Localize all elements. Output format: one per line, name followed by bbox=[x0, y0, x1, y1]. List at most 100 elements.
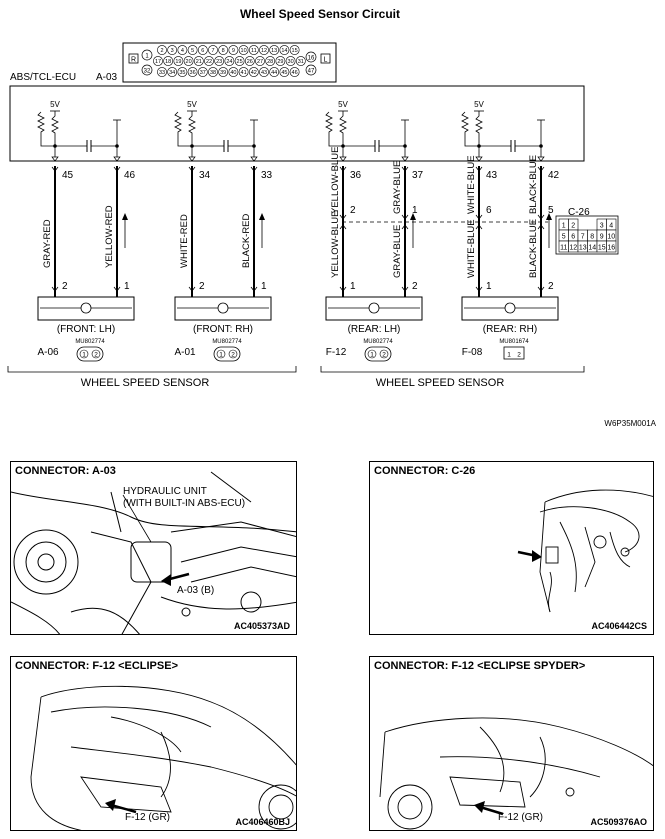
ecu-pin-number: 23 bbox=[216, 59, 222, 65]
ecu-marker-left: R bbox=[131, 57, 136, 64]
c26-terminal bbox=[475, 224, 483, 230]
engine-bay-illustration bbox=[11, 471, 296, 634]
ecu-resistor bbox=[461, 111, 479, 147]
diagram-title: Wheel Speed Sensor Circuit bbox=[240, 7, 400, 21]
ecu-resistor bbox=[174, 111, 192, 147]
c26-cell-number: 10 bbox=[607, 234, 615, 241]
current-arrow-head bbox=[410, 213, 416, 220]
ecu-pin-number: 8 bbox=[222, 48, 225, 54]
ecu-pin bbox=[228, 67, 239, 77]
ecu-pullup-resistor bbox=[339, 111, 347, 157]
ecu-pin bbox=[289, 67, 300, 77]
ecu-pin bbox=[214, 56, 225, 66]
panel-a03-title: CONNECTOR: A-03 bbox=[15, 465, 116, 477]
ecu-pin-number: 3 bbox=[171, 48, 174, 54]
ecu-resistor bbox=[325, 111, 343, 147]
ecu-pin bbox=[285, 56, 296, 66]
ecu-pin bbox=[187, 67, 198, 77]
sensor-connector-pin bbox=[367, 349, 377, 359]
c26-terminal bbox=[537, 214, 545, 220]
ecu-pin bbox=[248, 45, 259, 55]
sensor-terminal bbox=[475, 286, 483, 292]
sensor-coil bbox=[80, 302, 92, 314]
connector-panel-c26: CONNECTOR: C-26 AC406442CS bbox=[369, 461, 654, 635]
ecu-pin-number: 17 bbox=[155, 59, 161, 65]
sensor-pin-label: 2 bbox=[548, 281, 554, 292]
ecu-pin-number: 13 bbox=[271, 48, 277, 54]
ecu-pin bbox=[193, 56, 204, 66]
ecu-pin-number: 6 bbox=[201, 48, 204, 54]
ecu-pin-left-top: 1 bbox=[145, 54, 149, 60]
voltage-label: 5V bbox=[50, 100, 60, 109]
c26-cell-number: 4 bbox=[609, 223, 613, 230]
rear-sensor-bracket bbox=[320, 366, 585, 373]
junction-dot bbox=[115, 144, 119, 148]
panel-a03-arrow-label: A-03 (B) bbox=[177, 585, 215, 596]
c26-pin-label: 1 bbox=[412, 205, 418, 216]
sensor-connector-pin-number: 2 bbox=[382, 352, 386, 359]
c26-terminal bbox=[339, 214, 347, 220]
connector-panel-a03: CONNECTOR: A-03 HYDRAULIC UNIT (WITH BUI… bbox=[10, 461, 297, 635]
panel-f12s-code: AC509376AO bbox=[590, 817, 647, 827]
sensor-name: (REAR: RH) bbox=[483, 324, 537, 335]
ecu-pin-number: 11 bbox=[251, 48, 257, 54]
connector-panel-f12-eclipse: CONNECTOR: F-12 <ECLIPSE> F-12 (GR) AC40… bbox=[10, 656, 297, 831]
ecu-pin bbox=[163, 56, 174, 66]
c26-cell-number: 6 bbox=[571, 234, 575, 241]
ecu-pullup-resistor bbox=[188, 111, 196, 157]
sensor-connector-pin bbox=[91, 349, 101, 359]
sensor-pin-label: 1 bbox=[486, 281, 492, 292]
ecu-pin-number: 31 bbox=[298, 59, 304, 65]
wire-color-label: WHITE-RED bbox=[179, 214, 190, 268]
ecu-pullup-resistor bbox=[475, 111, 483, 157]
ecu-pin-label: 46 bbox=[124, 170, 136, 181]
ecu-pin bbox=[208, 45, 218, 55]
sensor-connector-pin bbox=[379, 349, 389, 359]
panel-a03-callout-1: HYDRAULIC UNIT bbox=[123, 486, 207, 497]
ecu-pin-number: 9 bbox=[232, 48, 235, 54]
sensor-name: (REAR: LH) bbox=[348, 324, 401, 335]
ecu-pin-left-bottom: 32 bbox=[144, 69, 151, 75]
panel-c26-code: AC406442CS bbox=[591, 621, 647, 631]
c26-cell-number: 12 bbox=[569, 245, 577, 252]
c26-pin-label: 6 bbox=[486, 205, 492, 216]
sensor-part-number: MU802774 bbox=[212, 339, 242, 345]
ecu-pin-number: 27 bbox=[257, 59, 263, 65]
wire-color-label: WHITE-BLUE bbox=[466, 219, 477, 278]
current-arrow-head bbox=[546, 213, 552, 220]
ecu-pin bbox=[238, 67, 249, 77]
c26-cell-number: 1 bbox=[562, 223, 566, 230]
sensor-connector-id: A-06 bbox=[37, 347, 59, 358]
sensor-pin-label: 1 bbox=[350, 281, 356, 292]
c26-cell-number: 2 bbox=[571, 223, 575, 230]
ecu-pin-number: 24 bbox=[226, 59, 232, 65]
c26-cell bbox=[606, 240, 617, 253]
ecu-pin bbox=[238, 45, 249, 55]
ecu-pin bbox=[224, 56, 235, 66]
c26-terminal bbox=[537, 224, 545, 230]
c26-cell-number: 16 bbox=[607, 245, 615, 252]
sensor-connector-pin-number: 1 bbox=[219, 352, 223, 359]
ecu-pin-number: 36 bbox=[190, 70, 196, 76]
ecu-box bbox=[9, 85, 585, 162]
sensor-connector-pin-number: 2 bbox=[517, 352, 521, 359]
ecu-pin bbox=[248, 67, 259, 77]
wire-color-label: YELLOW-BLUE bbox=[330, 211, 341, 278]
ecu-pin bbox=[295, 56, 306, 66]
sensor-pin-label: 1 bbox=[261, 281, 267, 292]
ecu-pin bbox=[279, 67, 290, 77]
ecu-pin bbox=[197, 67, 208, 77]
junction-dot bbox=[539, 144, 543, 148]
ecu-pin-number: 26 bbox=[247, 59, 253, 65]
panel-f12s-arrow-label: F-12 (GR) bbox=[498, 812, 543, 823]
c26-label: C-26 bbox=[568, 207, 590, 218]
ecu-pin bbox=[157, 67, 167, 77]
wire-color-label: BLACK-BLUE bbox=[528, 155, 539, 214]
ecu-pin-number: 7 bbox=[211, 48, 214, 54]
c26-terminal bbox=[401, 224, 409, 230]
ecu-pin bbox=[173, 56, 184, 66]
